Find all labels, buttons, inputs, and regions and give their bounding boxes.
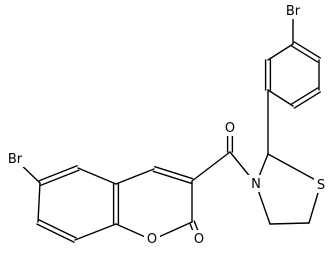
double-bond-c7-c8 <box>38 219 77 239</box>
single-bond-c2-s1 <box>267 153 322 184</box>
atom-o-ketone-label: O <box>225 121 235 136</box>
double-bond-c3-c4c <box>152 170 192 184</box>
atom-br-left: Br <box>3 150 27 167</box>
double-bond-c5b-c6 <box>38 165 78 182</box>
single-bond-c5-c4 <box>269 222 310 225</box>
atom-o-ketone: O <box>222 119 238 136</box>
atom-o-ring-label: O <box>147 232 157 247</box>
single-bond-cco-c3 <box>191 151 231 182</box>
bond-lines <box>13 15 322 243</box>
atom-br-top: Br <box>281 2 305 19</box>
single-bond-t4-t5 <box>267 89 294 107</box>
atom-br-top-label: Br <box>286 4 301 19</box>
single-bond-t6-t1 <box>267 43 294 61</box>
double-bond-c7-c8 <box>36 223 75 243</box>
atom-o-ring: O <box>144 230 160 247</box>
atom-s-ring-label: S <box>317 178 325 193</box>
atom-br-left-label: Br <box>8 152 23 167</box>
single-bond-c4c-c4a <box>115 168 155 185</box>
double-bond-t3-t4 <box>291 87 319 105</box>
double-bond-t1-t2 <box>291 45 319 63</box>
atom-labels: Br Br O N S O O <box>3 2 328 247</box>
single-bond-c8-c8a <box>74 223 117 241</box>
atom-s-ring: S <box>314 176 328 193</box>
double-bond-c5b-c6 <box>40 169 80 186</box>
single-bond-c4a-c5b <box>77 167 117 185</box>
atom-n-ring-label: N <box>251 177 261 192</box>
atom-n-ring: N <box>248 175 264 192</box>
atom-o-lactone-label: O <box>194 232 204 247</box>
double-bond-t1-t2 <box>293 41 321 59</box>
double-bond-t3-t4 <box>293 91 321 109</box>
double-bond-c3-c4c <box>154 166 194 180</box>
single-bond-c6-c7 <box>37 182 41 223</box>
atom-o-lactone: O <box>191 230 207 247</box>
